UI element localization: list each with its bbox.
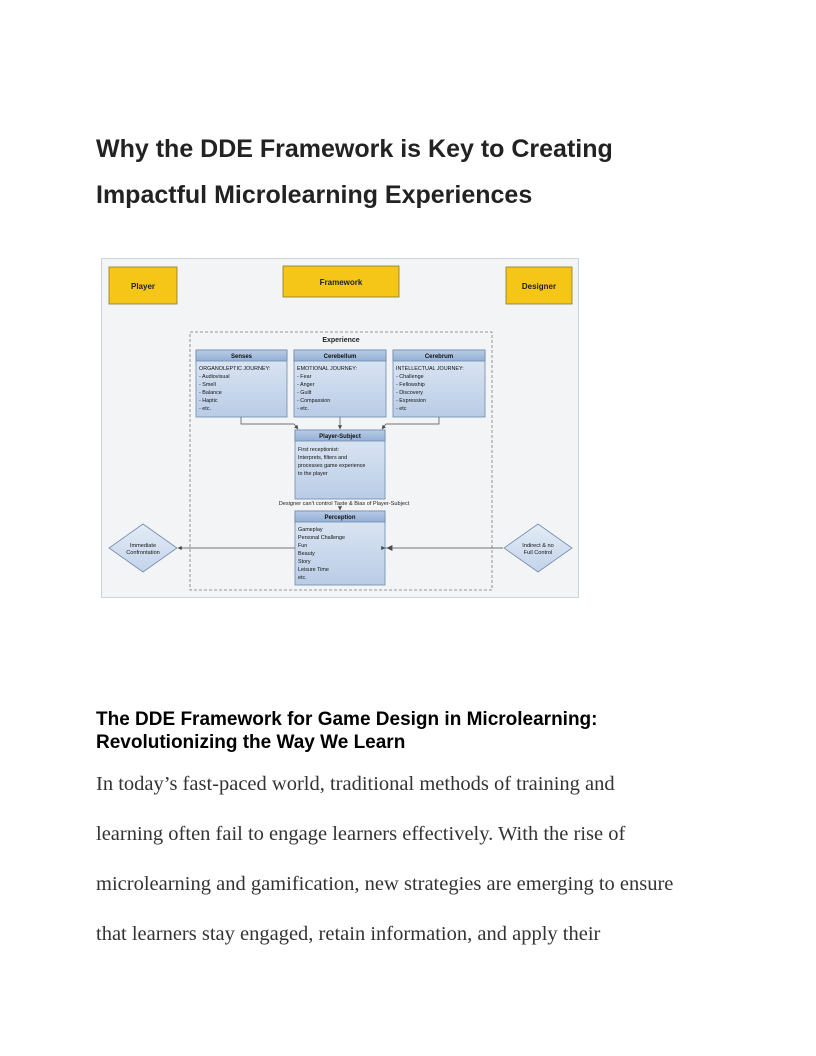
section-heading-line-1: The DDE Framework for Game Design in Mic… <box>96 709 598 730</box>
arrow-senses-to-player-subject <box>240 417 299 430</box>
perception-line: Beauty <box>298 551 315 557</box>
senses-line: - Smell <box>199 382 216 388</box>
cerebrum-line: - Expression <box>396 398 426 404</box>
perception-line: Gameplay <box>298 527 323 533</box>
cerebellum-line: - Compassion <box>297 398 330 404</box>
designer-note: Designer can't control Taste & Bias of P… <box>279 501 410 507</box>
cerebrum-line: - Discovery <box>396 390 423 396</box>
cerebellum-title: Cerebellum <box>324 354 357 360</box>
experience-container: Experience <box>189 331 493 591</box>
experience-label: Experience <box>322 337 359 344</box>
player-subject-line: Interprets, filters and <box>298 455 347 461</box>
immediate-confrontation-diamond: Immediate Confrontation <box>108 523 178 573</box>
paragraph-line: learning often fail to engage learners e… <box>96 823 626 845</box>
diagram-canvas: Player Framework Designer Experience Sen… <box>108 265 573 591</box>
senses-line: - etc. <box>199 406 211 412</box>
perception-line: Story <box>298 559 311 565</box>
perception-box: Perception Gameplay Personal Challenge F… <box>294 510 386 586</box>
perception-line: etc. <box>298 575 307 581</box>
designer-label: Designer <box>522 282 556 291</box>
framework-label: Framework <box>320 278 363 287</box>
senses-line: - Haptic <box>199 398 218 404</box>
cerebrum-box: Cerebrum INTELLECTUAL JOURNEY: - Challen… <box>392 349 486 418</box>
paragraph-line: that learners stay engaged, retain infor… <box>96 923 601 945</box>
player-label: Player <box>131 282 155 291</box>
section-heading-line-2: Revolutionizing the Way We Learn <box>96 732 406 753</box>
cerebellum-line: EMOTIONAL JOURNEY: <box>297 366 357 372</box>
paragraph-line: In today’s fast-paced world, traditional… <box>96 773 615 795</box>
paragraph-line: microlearning and gamification, new stra… <box>96 873 674 895</box>
senses-title: Senses <box>231 354 253 360</box>
left-diamond-line: Immediate <box>130 543 156 549</box>
player-subject-box: Player-Subject First receptionist: Inter… <box>294 429 386 500</box>
right-diamond-line: Full Control <box>524 550 553 556</box>
page-title-line-2: Impactful Microlearning Experiences <box>96 181 533 209</box>
arrow-cerebrum-to-player-subject <box>381 417 440 430</box>
perception-line: Personal Challenge <box>298 535 345 541</box>
dde-framework-diagram: Player Framework Designer Experience Sen… <box>101 258 579 598</box>
player-subject-line: to the player <box>298 471 328 477</box>
player-subject-line: First receptionist: <box>298 447 339 453</box>
cerebrum-line: INTELLECTUAL JOURNEY: <box>396 366 464 372</box>
senses-box: Senses ORGANOLEPTIC JOURNEY: - Audiovisu… <box>195 349 288 418</box>
indirect-control-diamond: Indirect & no Full Control <box>503 523 573 573</box>
cerebrum-line: - Fellowship <box>396 382 425 388</box>
cerebellum-line: - Fear <box>297 374 312 380</box>
page-title-line-1: Why the DDE Framework is Key to Creating <box>96 135 613 163</box>
perception-line: Fun <box>298 543 307 549</box>
cerebellum-line: - etc. <box>297 406 309 412</box>
player-subject-title: Player-Subject <box>319 434 361 440</box>
player-subject-line: processes game experience <box>298 463 365 469</box>
cerebellum-line: - Guilt <box>297 390 312 396</box>
cerebellum-line: - Anger <box>297 382 315 388</box>
senses-line: - Balance <box>199 390 222 396</box>
cerebrum-title: Cerebrum <box>425 354 453 360</box>
left-diamond-line: Confrontation <box>126 550 160 556</box>
designer-box: Designer <box>505 266 573 305</box>
framework-box: Framework <box>282 265 400 298</box>
player-box: Player <box>108 266 178 305</box>
perception-line: Leisure Time <box>298 567 329 573</box>
senses-line: ORGANOLEPTIC JOURNEY: <box>199 366 270 372</box>
right-diamond-line: Indirect & no <box>522 543 553 549</box>
senses-line: - Audiovisual <box>199 374 230 380</box>
cerebrum-line: - Challenge <box>396 374 424 380</box>
cerebrum-line: - etc <box>396 406 407 412</box>
cerebellum-box: Cerebellum EMOTIONAL JOURNEY: - Fear - A… <box>293 349 387 418</box>
perception-title: Perception <box>324 515 355 521</box>
